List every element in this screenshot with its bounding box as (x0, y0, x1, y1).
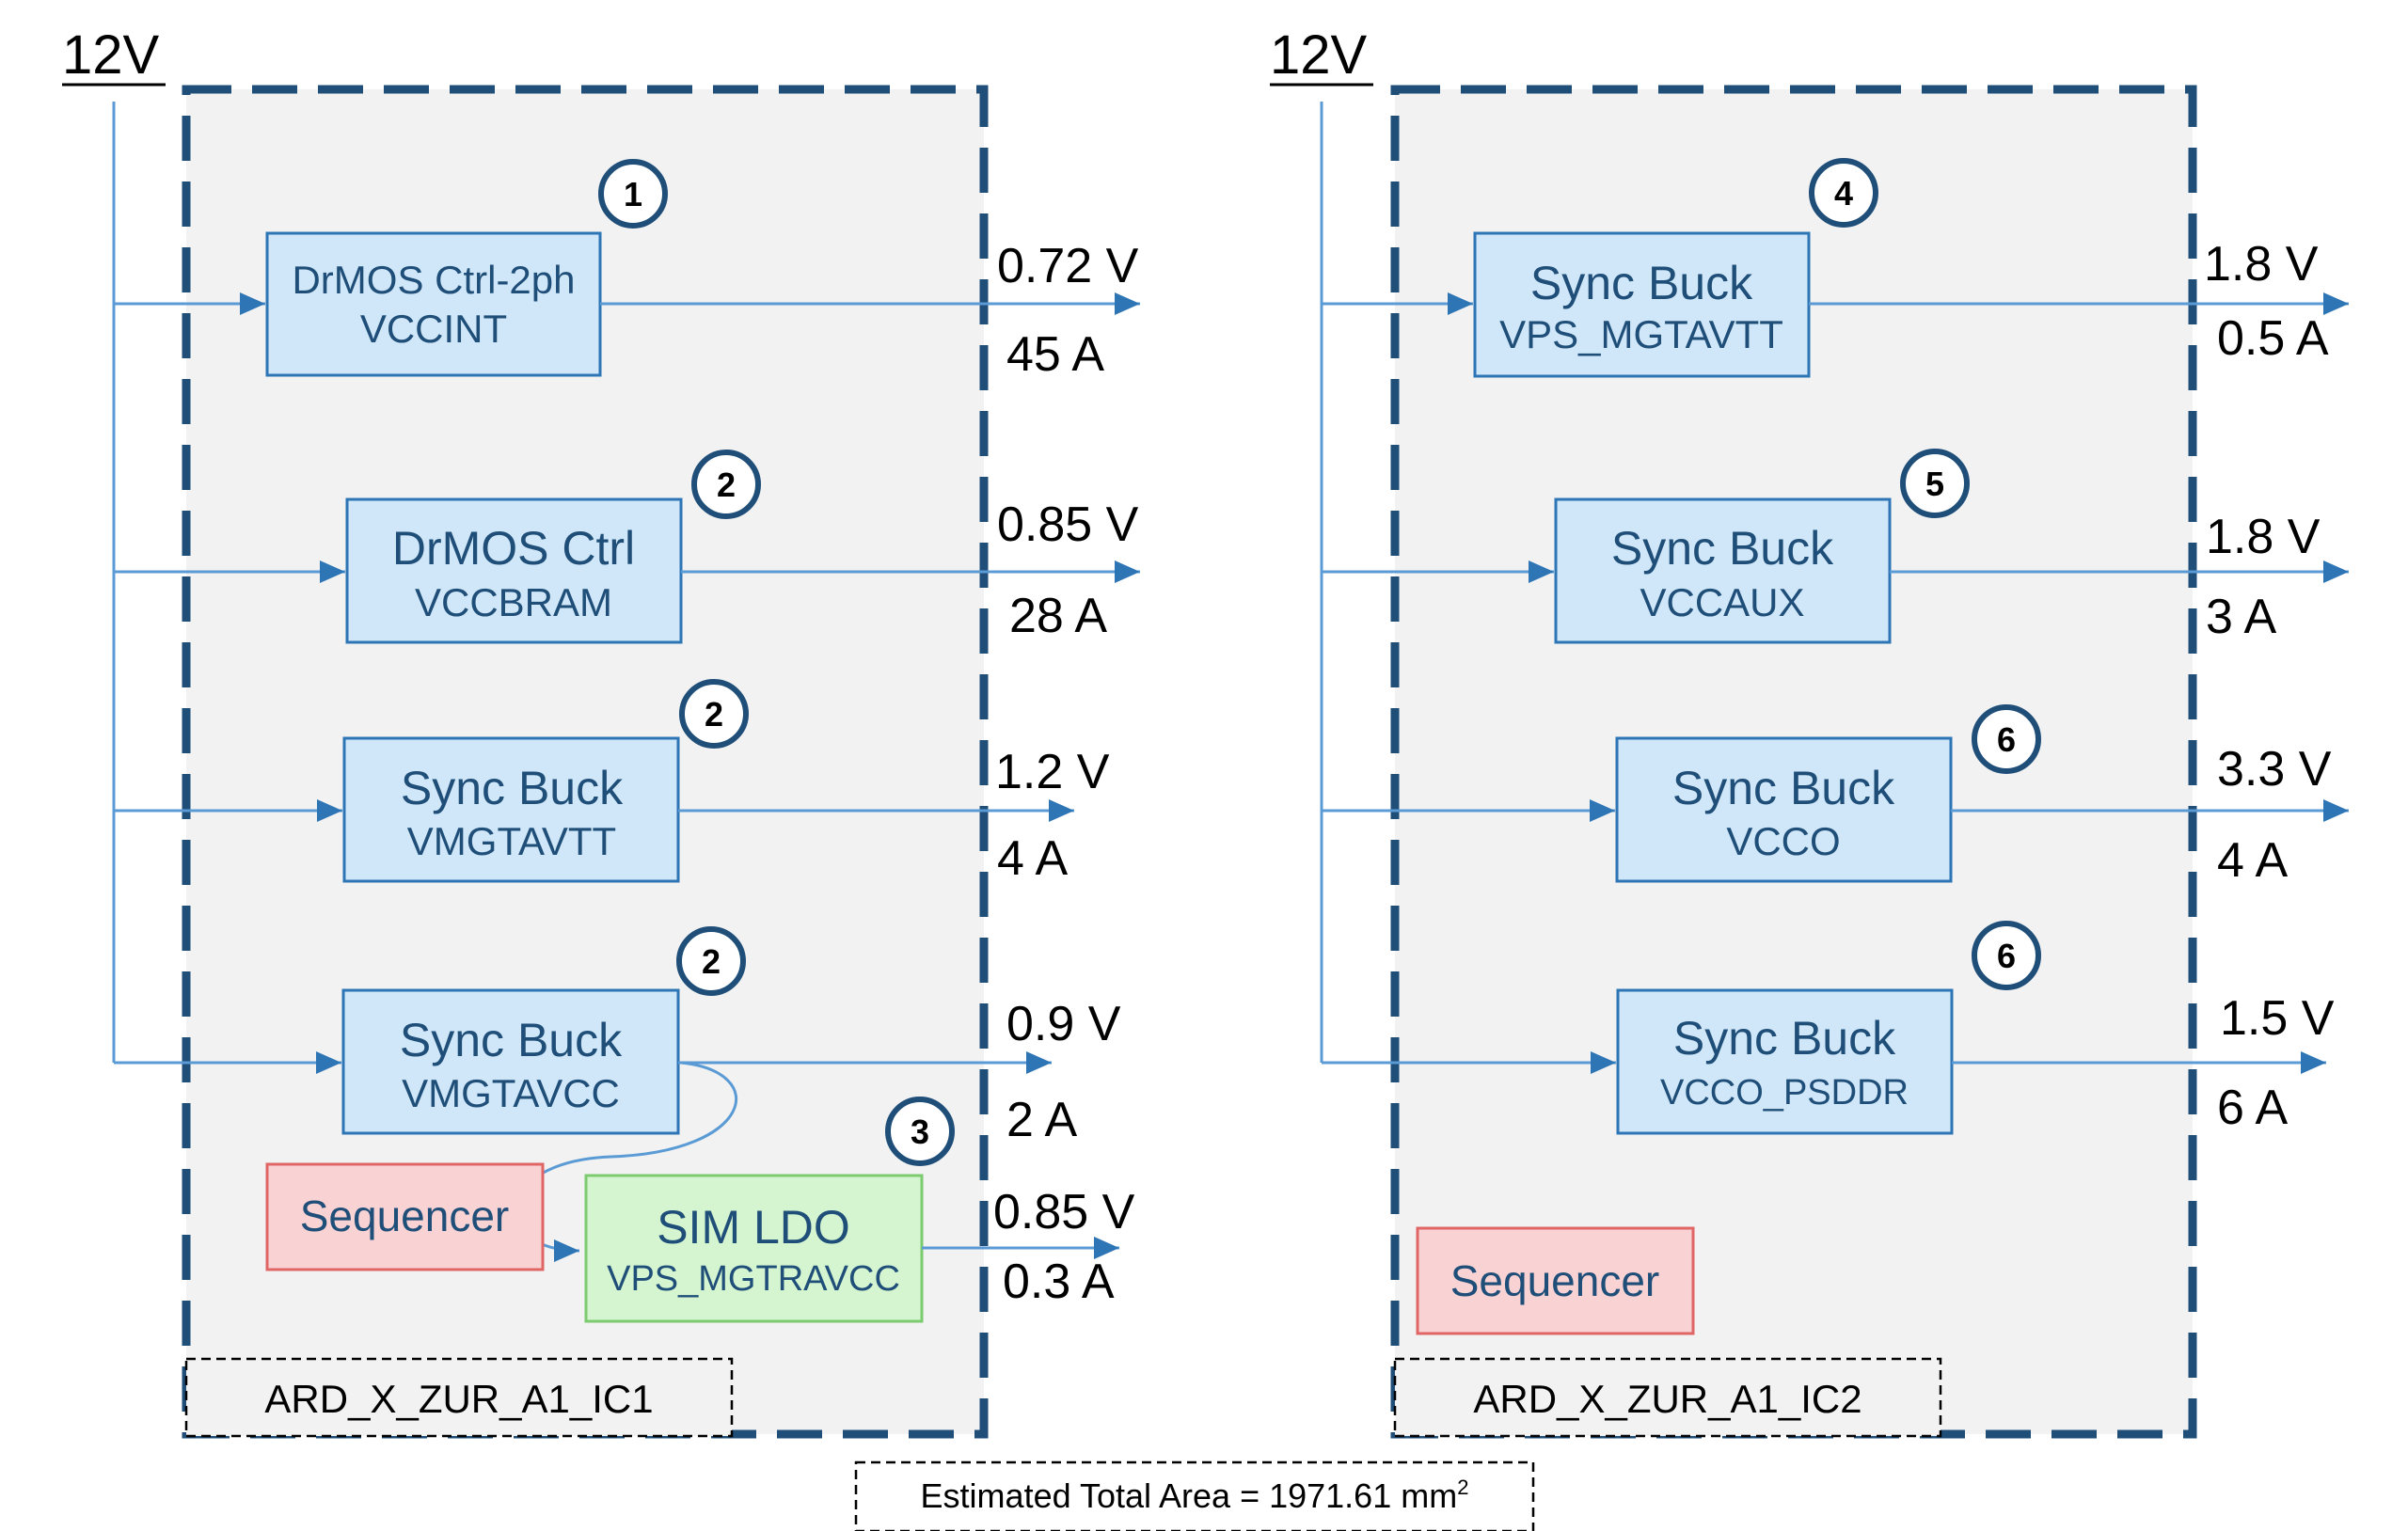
left-regulator-title-3: Sync Buck (401, 762, 624, 814)
left-badge-4 (676, 926, 746, 996)
right-regulator-box-2 (1554, 497, 1892, 644)
right-voltage-4: 1.5 V (2220, 991, 2335, 1046)
left-regulator-2: DrMOS Ctrl VCCBRAM 2 0.85 V 28 A (114, 450, 1140, 644)
right-current-2: 3 A (2206, 590, 2276, 644)
right-voltage-2: 1.8 V (2206, 510, 2321, 564)
left-ldo-box (584, 1174, 924, 1323)
left-regulator-name-3: VMGTAVTT (407, 819, 616, 863)
left-ldo: SIM LDO VPS_MGTRAVCC 3 0.85 V 0.3 A (584, 1097, 1135, 1323)
right-regulator-title-4: Sync Buck (1673, 1012, 1896, 1065)
area-estimate-text: Estimated Total Area = 1971.61 mm2 (921, 1476, 1469, 1515)
left-regulator-title-4: Sync Buck (400, 1014, 623, 1066)
left-voltage-1: 0.72 V (997, 239, 1139, 293)
right-regulator-name-1: VPS_MGTAVTT (1499, 312, 1783, 356)
right-badge-text-4: 6 (1997, 937, 2016, 975)
left-regulator-box-4 (341, 988, 680, 1135)
left-ic-label: ARD_X_ZUR_A1_IC1 (264, 1377, 653, 1421)
right-regulator-name-4: VCCO_PSDDR (1660, 1073, 1909, 1113)
right-badge-4 (1972, 921, 2041, 990)
left-ldo-title: SIM LDO (657, 1201, 850, 1254)
left-regulator-title-1: DrMOS Ctrl-2ph (292, 258, 575, 302)
left-regulator-name-2: VCCBRAM (415, 580, 612, 624)
left-ic-label-box (184, 1357, 734, 1438)
left-regulator-name-1: VCCINT (360, 307, 507, 351)
area-estimate: Estimated Total Area = 1971.61 mm2 (854, 1460, 1535, 1531)
right-ic-label: ARD_X_ZUR_A1_IC2 (1473, 1377, 1861, 1421)
left-badge-text-1: 1 (624, 175, 642, 213)
left-badge-3 (679, 679, 749, 749)
left-voltage-2: 0.85 V (997, 497, 1139, 552)
right-badge-text-2: 5 (1925, 465, 1944, 503)
right-regulator-1: Sync Buck VPS_MGTAVTT 4 1.8 V 0.5 A (1322, 158, 2349, 378)
left-ldo-current: 0.3 A (1003, 1255, 1115, 1309)
area-estimate-superscript: 2 (1457, 1476, 1468, 1499)
left-voltage-4: 0.9 V (1006, 997, 1121, 1051)
right-regulator-3: Sync Buck VCCO 6 3.3 V 4 A (1322, 704, 2349, 888)
left-badge-2 (691, 450, 761, 519)
right-voltage-1: 1.8 V (2204, 237, 2319, 292)
right-current-4: 6 A (2217, 1081, 2288, 1135)
left-badge-text-2: 2 (717, 466, 736, 504)
left-ldo-name: VPS_MGTRAVCC (607, 1259, 900, 1299)
left-regulator-1: DrMOS Ctrl-2ph VCCINT 1 0.72 V 45 A (114, 159, 1140, 382)
left-regulator-title-2: DrMOS Ctrl (392, 522, 635, 575)
right-ic-label-box (1393, 1357, 1942, 1438)
left-ldo-badge (885, 1097, 955, 1166)
right-regulator-box-4 (1616, 988, 1954, 1135)
left-current-3: 4 A (997, 831, 1068, 886)
right-badge-3 (1972, 704, 2041, 774)
right-regulator-title-1: Sync Buck (1530, 257, 1753, 309)
left-regulator-name-4: VMGTAVCC (402, 1071, 620, 1115)
right-regulator-title-3: Sync Buck (1672, 762, 1895, 814)
right-regulator-title-2: Sync Buck (1611, 522, 1834, 575)
right-badge-text-3: 6 (1997, 720, 2016, 759)
right-regulator-name-2: VCCAUX (1640, 580, 1804, 624)
left-current-1: 45 A (1006, 327, 1104, 382)
right-badge-1 (1809, 158, 1878, 228)
left-panel: 12V DrMOS Ctrl-2ph VCCINT 1 0.72 V 45 A … (62, 24, 1140, 1439)
right-regulator-2: Sync Buck VCCAUX 5 1.8 V 3 A (1322, 449, 2349, 644)
left-voltage-3: 1.2 V (995, 745, 1110, 799)
left-current-2: 28 A (1009, 589, 1107, 643)
left-sequencer-label: Sequencer (300, 1192, 510, 1240)
right-rail-label: 12V (1270, 24, 1368, 86)
area-estimate-box (854, 1460, 1535, 1531)
right-badge-text-1: 4 (1834, 174, 1853, 213)
left-regulator-box-3 (342, 736, 680, 883)
left-current-4: 2 A (1006, 1093, 1077, 1147)
left-rail-label: 12V (62, 24, 160, 86)
left-badge-text-3: 2 (705, 695, 723, 734)
right-panel: 12V Sync Buck VPS_MGTAVTT 4 1.8 V 0.5 A … (1270, 24, 2349, 1439)
right-sequencer-box (1416, 1226, 1695, 1335)
left-regulator-box-1 (265, 231, 602, 377)
left-ldo-badge-text: 3 (911, 1113, 929, 1151)
right-current-1: 0.5 A (2217, 311, 2329, 366)
left-ldo-voltage: 0.85 V (993, 1185, 1135, 1239)
left-regulator-4: Sync Buck VMGTAVCC 2 0.9 V 2 A (114, 926, 1121, 1147)
right-sequencer-label: Sequencer (1450, 1256, 1660, 1305)
area-estimate-main: Estimated Total Area = 1971.61 mm (921, 1476, 1458, 1515)
right-regulator-name-3: VCCO (1726, 819, 1840, 863)
left-badge-text-4: 2 (702, 942, 721, 981)
right-badge-2 (1900, 449, 1970, 518)
right-regulator-box-1 (1473, 231, 1811, 378)
right-voltage-3: 3.3 V (2217, 742, 2332, 797)
left-badge-1 (598, 159, 668, 229)
left-regulator-3: Sync Buck VMGTAVTT 2 1.2 V 4 A (114, 679, 1110, 886)
left-sequencer-box (265, 1162, 545, 1271)
right-regulator-4: Sync Buck VCCO_PSDDR 6 1.5 V 6 A (1322, 921, 2335, 1135)
right-current-3: 4 A (2217, 833, 2288, 888)
